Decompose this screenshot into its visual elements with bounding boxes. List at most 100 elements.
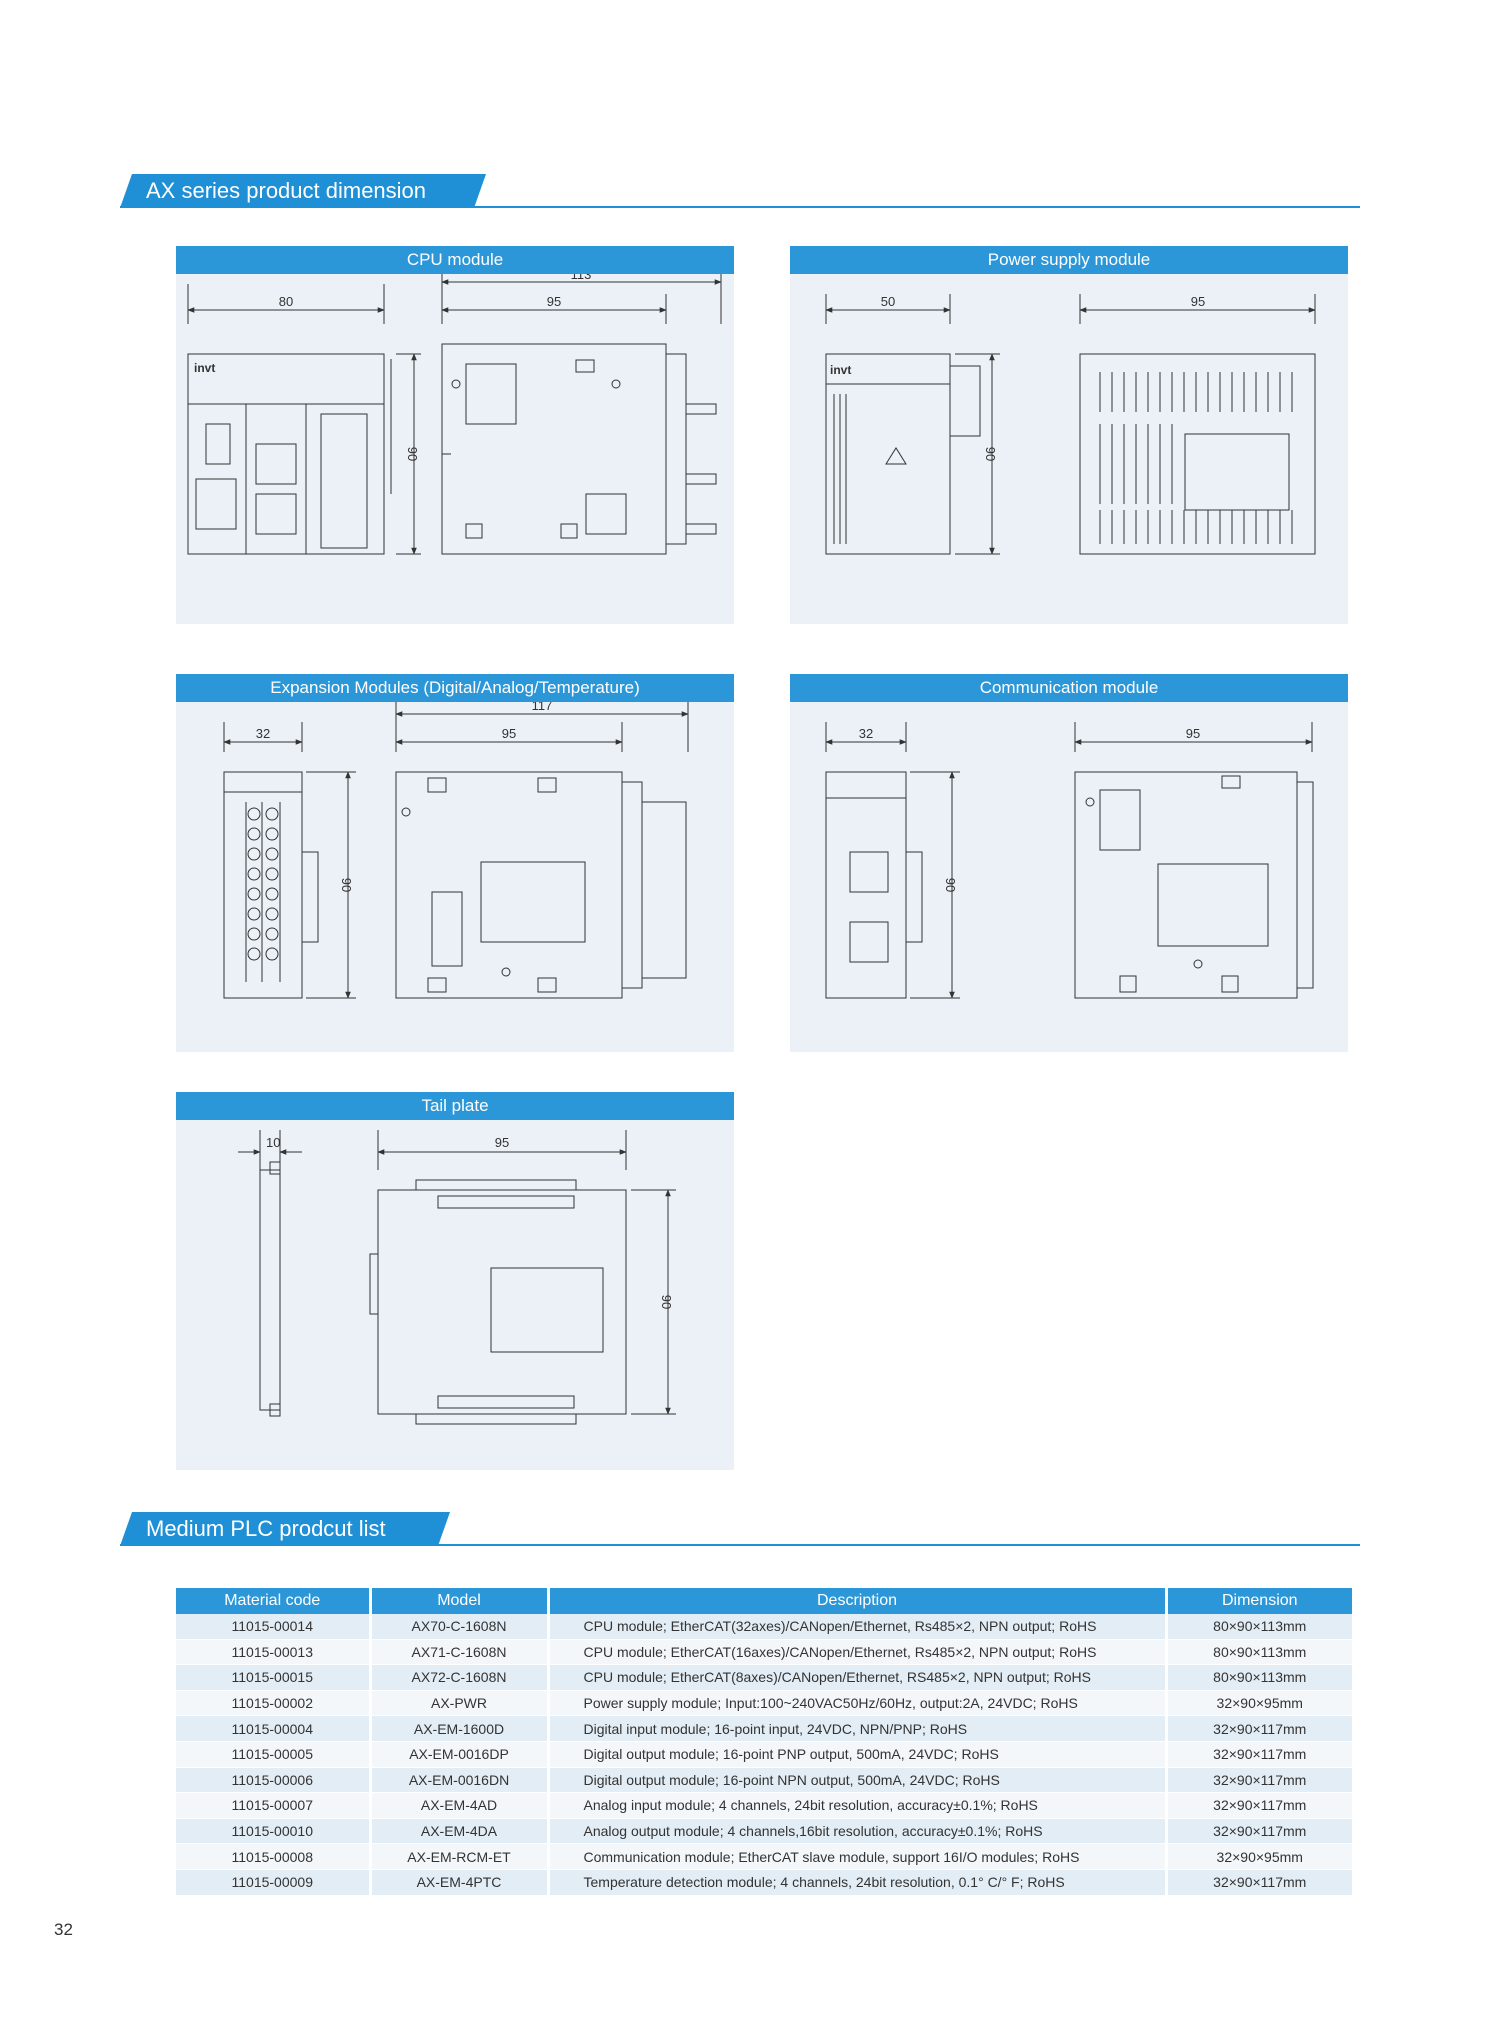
cell-code: 11015-00010 — [176, 1818, 372, 1845]
panel-title: Communication module — [790, 674, 1348, 702]
cell-code: 11015-00014 — [176, 1614, 372, 1640]
section-title: Medium PLC prodcut list — [120, 1512, 450, 1546]
dim-width-label: 32 — [859, 726, 873, 741]
dim-depth-label: 95 — [502, 726, 516, 741]
cell-dim: 32×90×117mm — [1166, 1818, 1352, 1845]
cell-model: AX72-C-1608N — [370, 1664, 550, 1691]
dim-width-label: 10 — [266, 1135, 280, 1150]
dim-depth-total-label: 113 — [571, 274, 592, 282]
cell-code: 11015-00002 — [176, 1690, 372, 1717]
cell-desc: Digital output module; 16-point NPN outp… — [548, 1767, 1168, 1794]
section-title: AX series product dimension — [120, 174, 486, 208]
brand-logo: invt — [194, 361, 215, 375]
tail-drawing: 10 95 90 — [238, 1130, 676, 1425]
cell-dim: 32×90×117mm — [1166, 1767, 1352, 1794]
power-drawing: 50 95 90 invt — [825, 294, 1316, 555]
col-material-code: Material code — [176, 1588, 372, 1614]
panel-expansion-modules: Expansion Modules (Digital/Analog/Temper… — [176, 674, 734, 1052]
panel-power-supply: Power supply module 50 95 90 invt — [790, 246, 1348, 624]
dim-depth-label: 95 — [547, 294, 561, 309]
section-rule — [120, 1544, 1360, 1546]
cell-desc: CPU module; EtherCAT(8axes)/CANopen/Ethe… — [548, 1664, 1168, 1691]
dim-height-label: 90 — [339, 878, 354, 892]
cell-dim: 80×90×113mm — [1166, 1614, 1352, 1640]
page-number: 32 — [54, 1920, 73, 1939]
cell-dim: 32×90×117mm — [1166, 1715, 1352, 1742]
dim-depth-total-label: 117 — [532, 702, 553, 713]
dim-height-label: 90 — [659, 1295, 674, 1309]
cell-desc: Temperature detection module; 4 channels… — [548, 1869, 1168, 1896]
dim-height-label: 90 — [943, 878, 958, 892]
dim-height-label: 90 — [983, 447, 998, 461]
section-header-product-list: Medium PLC prodcut list — [120, 1512, 1360, 1546]
dim-depth-label: 95 — [495, 1135, 509, 1150]
table-header-row: Material code Model Description Dimensio… — [176, 1588, 1352, 1614]
cell-dim: 32×90×117mm — [1166, 1792, 1352, 1819]
cell-desc: Communication module; EtherCAT slave mod… — [548, 1843, 1168, 1870]
panel-title: Expansion Modules (Digital/Analog/Temper… — [176, 674, 734, 702]
dim-width-label: 80 — [279, 294, 293, 309]
dim-width-label: 32 — [256, 726, 270, 741]
cell-dim: 32×90×117mm — [1166, 1869, 1352, 1896]
cell-model: AX70-C-1608N — [370, 1614, 550, 1640]
cell-model: AX-EM-4DA — [370, 1818, 550, 1845]
cell-code: 11015-00015 — [176, 1664, 372, 1691]
cell-desc: CPU module; EtherCAT(16axes)/CANopen/Eth… — [548, 1639, 1168, 1666]
panel-tail-plate: Tail plate 10 95 90 — [176, 1092, 734, 1470]
col-dimension: Dimension — [1166, 1588, 1352, 1614]
cell-desc: Analog output module; 4 channels,16bit r… — [548, 1818, 1168, 1845]
col-description: Description — [548, 1588, 1168, 1614]
cell-code: 11015-00007 — [176, 1792, 372, 1819]
comm-drawing: 32 95 90 — [825, 722, 1314, 999]
cell-code: 11015-00004 — [176, 1715, 372, 1742]
cell-model: AX-EM-1600D — [370, 1715, 550, 1742]
cell-dim: 32×90×95mm — [1166, 1690, 1352, 1717]
dim-depth-label: 95 — [1191, 294, 1205, 309]
dim-depth-label: 95 — [1186, 726, 1200, 741]
cell-dim: 32×90×117mm — [1166, 1741, 1352, 1768]
cell-desc: Analog input module; 4 channels, 24bit r… — [548, 1792, 1168, 1819]
cell-model: AX-EM-4AD — [370, 1792, 550, 1819]
cell-code: 11015-00005 — [176, 1741, 372, 1768]
expansion-drawing: 32 117 95 90 — [223, 702, 689, 999]
panel-title: CPU module — [176, 246, 734, 274]
product-list-table: Material code Model Description Dimensio… — [176, 1588, 1352, 1896]
dim-height-label: 90 — [405, 447, 420, 461]
section-header-dimension: AX series product dimension — [120, 174, 1360, 208]
panel-title: Tail plate — [176, 1092, 734, 1120]
cpu-drawing: 80 113 95 90 invt — [187, 274, 722, 555]
cell-desc: Digital output module; 16-point PNP outp… — [548, 1741, 1168, 1768]
cell-desc: CPU module; EtherCAT(32axes)/CANopen/Eth… — [548, 1614, 1168, 1640]
cell-code: 11015-00013 — [176, 1639, 372, 1666]
cell-code: 11015-00008 — [176, 1843, 372, 1870]
col-model: Model — [370, 1588, 550, 1614]
cell-model: AX-EM-RCM-ET — [370, 1843, 550, 1870]
section-rule — [120, 206, 1360, 208]
cell-model: AX-PWR — [370, 1690, 550, 1717]
cell-dim: 80×90×113mm — [1166, 1664, 1352, 1691]
cell-model: AX-EM-0016DN — [370, 1767, 550, 1794]
cell-desc: Power supply module; Input:100~240VAC50H… — [548, 1690, 1168, 1717]
panel-communication-module: Communication module 32 95 90 — [790, 674, 1348, 1052]
cell-code: 11015-00006 — [176, 1767, 372, 1794]
cell-desc: Digital input module; 16-point input, 24… — [548, 1715, 1168, 1742]
cell-model: AX-EM-0016DP — [370, 1741, 550, 1768]
panel-title: Power supply module — [790, 246, 1348, 274]
brand-logo: invt — [830, 363, 851, 377]
dim-width-label: 50 — [881, 294, 895, 309]
panel-cpu-module: CPU module — [176, 246, 734, 624]
cell-code: 11015-00009 — [176, 1869, 372, 1896]
cell-dim: 32×90×95mm — [1166, 1843, 1352, 1870]
cell-model: AX71-C-1608N — [370, 1639, 550, 1666]
